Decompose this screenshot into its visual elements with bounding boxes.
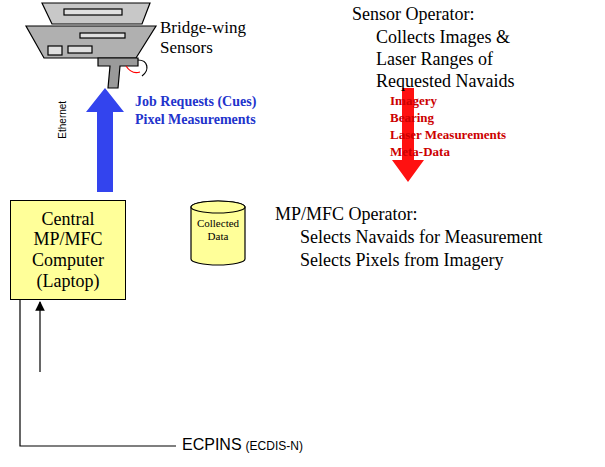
role-task: Collects Images & [376, 27, 510, 48]
cylinder-top [191, 201, 245, 213]
job-request-arrow [86, 88, 124, 192]
link-label: Ethernet [57, 101, 69, 139]
computer-box: Central MP/MFC Computer (Laptop) [10, 200, 126, 300]
sensor-caption: Bridge-wing Sensors [160, 18, 258, 57]
role-task: Selects Navaids for Measurement [300, 227, 542, 248]
data-store-cylinder: Collected Data [190, 201, 246, 265]
role-task: Selects Pixels from Imagery [300, 250, 503, 271]
cylinder-body [191, 201, 245, 265]
system-name: (ECDIS-N) [246, 440, 303, 454]
flow-label: Imagery [390, 94, 437, 109]
bridge-wing-sensor-illustration [26, 3, 156, 88]
role-task: Laser Ranges of [376, 49, 493, 70]
node-label: Collected Data [192, 217, 244, 242]
flow-label: Bearing [390, 111, 434, 126]
flow-label: Job Requests (Cues) [135, 94, 256, 110]
node-label: Central MP/MFC Computer (Laptop) [15, 209, 121, 292]
system-name: ECPINS [182, 436, 242, 454]
role-task: Requested Navaids [376, 71, 514, 92]
ethernet-link-line [20, 300, 176, 446]
flow-label: Pixel Measurements [135, 112, 256, 128]
flow-label: Laser Measurements [390, 128, 506, 143]
role-heading: MP/MFC Operator: [275, 204, 418, 225]
flow-label: Meta-Data [390, 145, 450, 160]
role-heading: Sensor Operator: [352, 4, 474, 25]
